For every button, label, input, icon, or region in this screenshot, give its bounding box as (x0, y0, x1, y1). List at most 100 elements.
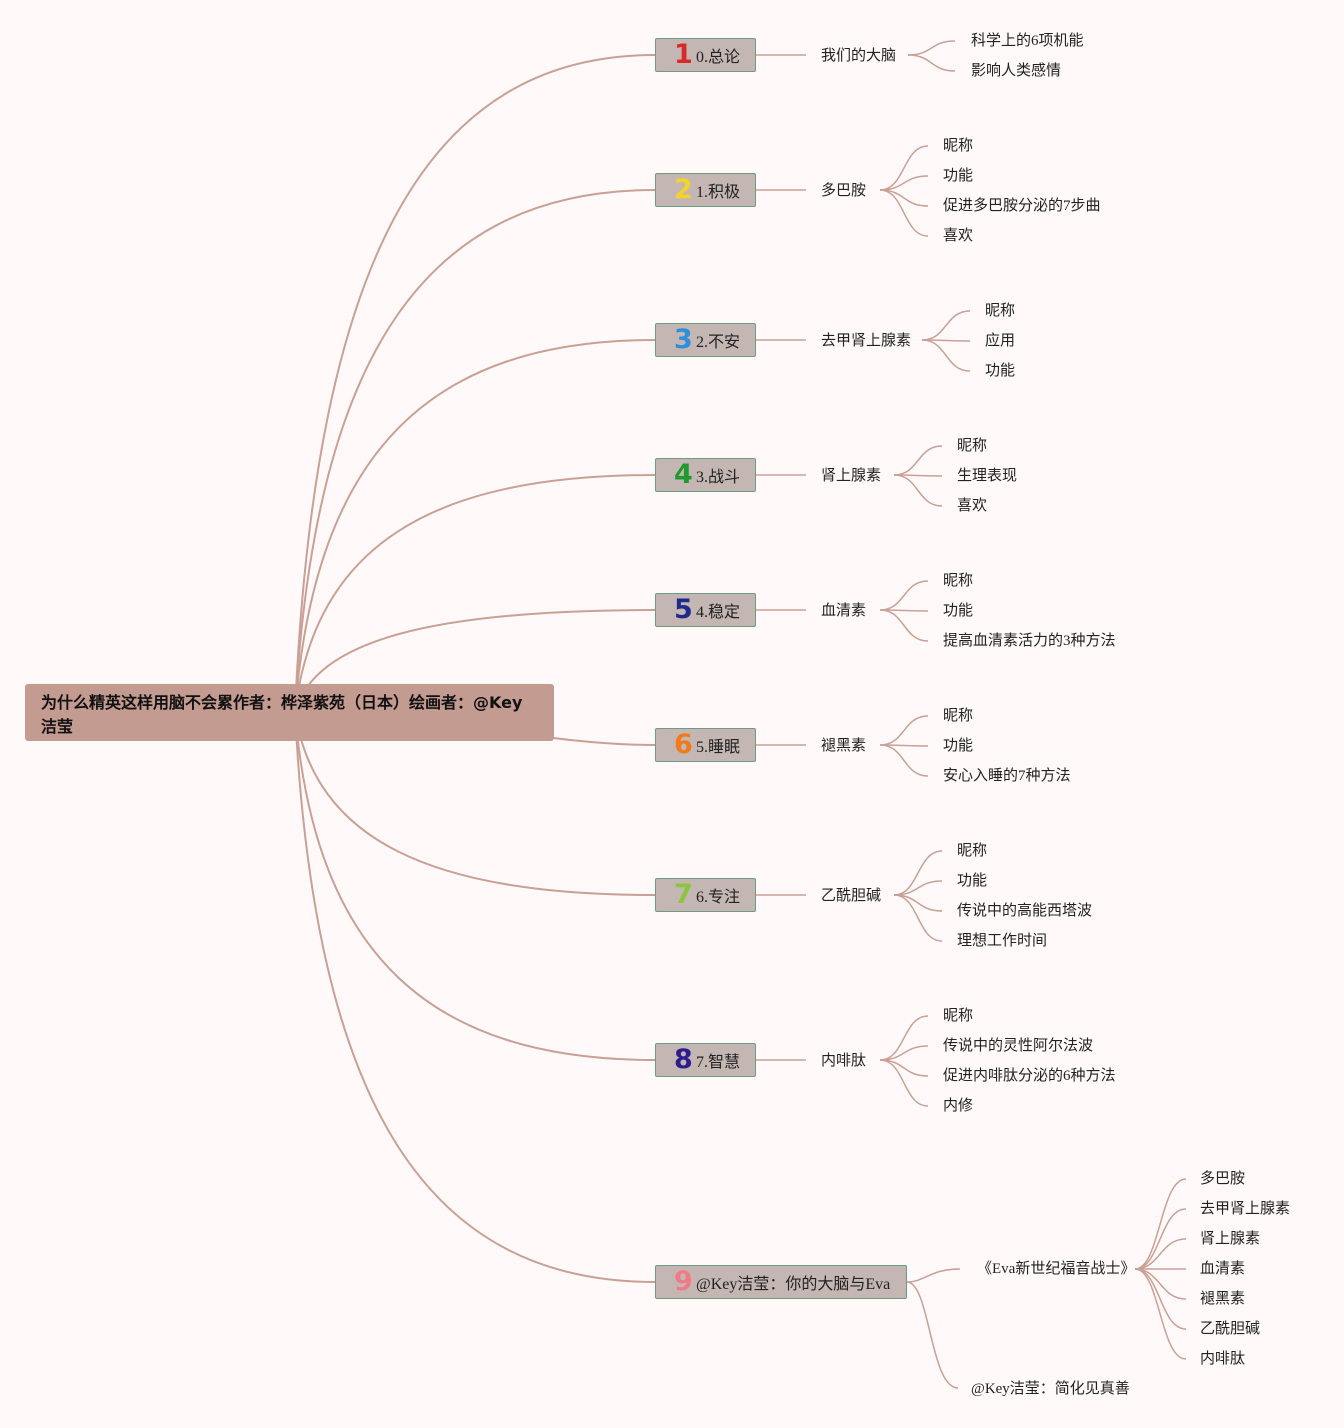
branch-label: 0.总论 (696, 49, 741, 66)
leaf-adrenaline[interactable]: 肾上腺素 (1200, 1230, 1260, 1248)
subtopic-label: 去甲肾上腺素 (821, 333, 912, 349)
branch-topic-anxiety[interactable]: 3 2.不安 (655, 323, 756, 357)
leaf-label: 多巴胺 (1200, 1171, 1246, 1187)
subtopic-eva[interactable]: 《Eva新世纪福音战士》 (977, 1260, 1135, 1278)
leaf-label: 昵称 (957, 843, 988, 859)
connector-line (893, 894, 943, 912)
connector-line (294, 711, 656, 896)
leaf-label: 内啡肽 (1200, 1351, 1246, 1367)
leaf-label: 功能 (943, 738, 974, 754)
leaf-label: 提高血清素活力的3种方法 (943, 633, 1116, 649)
leaf-label: 影响人类感情 (971, 63, 1062, 79)
leaf-function[interactable]: 功能 (943, 602, 973, 620)
branch-topic-brain-and-eva[interactable]: 9 @Key洁莹：你的大脑与Eva (655, 1265, 907, 1299)
leaf-nickname[interactable]: 昵称 (957, 437, 987, 455)
leaf-function[interactable]: 功能 (943, 167, 973, 185)
branch-label: 6.专注 (696, 889, 741, 906)
leaf-label: 生理表现 (957, 468, 1018, 484)
subtopic-label: 褪黑素 (821, 738, 867, 754)
leaf-likes[interactable]: 喜欢 (957, 497, 987, 515)
connector-line (906, 1268, 961, 1283)
leaf-likes[interactable]: 喜欢 (943, 227, 973, 245)
leaf-function[interactable]: 功能 (985, 362, 1015, 380)
leaf-label: 功能 (943, 168, 974, 184)
subtopic-dopamine[interactable]: 多巴胺 (821, 182, 866, 200)
branch-topic-fight[interactable]: 4 3.战斗 (655, 458, 756, 492)
leaf-label: 昵称 (957, 438, 988, 454)
connector-line (907, 54, 956, 72)
branch-label: 7.智慧 (696, 1054, 741, 1071)
leaf-noradrenaline[interactable]: 去甲肾上腺素 (1200, 1200, 1290, 1218)
subtopic-label: 肾上腺素 (821, 468, 882, 484)
subtopic-label: 乙酰胆碱 (821, 888, 882, 904)
leaf-label: 昵称 (943, 1008, 974, 1024)
connector-line (879, 580, 929, 611)
leaf-nickname[interactable]: 昵称 (943, 572, 973, 590)
leaf-endorphin[interactable]: 内啡肽 (1200, 1350, 1245, 1368)
connector-line (1134, 1268, 1187, 1300)
leaf-acetylcholine[interactable]: 乙酰胆碱 (1200, 1320, 1260, 1338)
subtopic-serotonin[interactable]: 血清素 (821, 602, 866, 620)
connector-line (294, 711, 656, 1283)
branch-topic-positive[interactable]: 2 1.积极 (655, 173, 756, 207)
leaf-label: 乙酰胆碱 (1200, 1321, 1261, 1337)
leaf-nickname[interactable]: 昵称 (943, 707, 973, 725)
leaf-dopamine[interactable]: 多巴胺 (1200, 1170, 1245, 1188)
leaf-endorphin-methods[interactable]: 促进内啡肽分泌的6种方法 (943, 1067, 1116, 1085)
connector-line (879, 1015, 929, 1061)
branch-topic-general[interactable]: 1 0.总论 (655, 38, 756, 72)
leaf-application[interactable]: 应用 (985, 332, 1015, 350)
leaf-nickname[interactable]: 昵称 (943, 137, 973, 155)
branch-label: 5.睡眠 (696, 739, 741, 756)
leaf-label: 应用 (985, 333, 1016, 349)
branch-topic-focus[interactable]: 7 6.专注 (655, 878, 756, 912)
leaf-sleep-methods[interactable]: 安心入睡的7种方法 (943, 767, 1071, 785)
branch-label: 1.积极 (696, 184, 741, 201)
connector-line (879, 715, 929, 746)
leaf-nickname[interactable]: 昵称 (985, 302, 1015, 320)
leaf-inner-cultivation[interactable]: 内修 (943, 1097, 973, 1115)
subtopic-brain[interactable]: 我们的大脑 (821, 47, 896, 65)
leaf-serotonin-methods[interactable]: 提高血清素活力的3种方法 (943, 632, 1116, 650)
leaf-melatonin[interactable]: 褪黑素 (1200, 1290, 1245, 1308)
leaf-function[interactable]: 功能 (943, 737, 973, 755)
subtopic-endorphin[interactable]: 内啡肽 (821, 1052, 866, 1070)
leaf-label: 去甲肾上腺素 (1200, 1201, 1291, 1217)
number-1-icon: 1 (674, 39, 693, 70)
branch-topic-stable[interactable]: 5 4.稳定 (655, 593, 756, 627)
leaf-function[interactable]: 功能 (957, 872, 987, 890)
leaf-label: 昵称 (943, 573, 974, 589)
branch-label: @Key洁莹：你的大脑与Eva (696, 1276, 891, 1293)
connector-line (879, 175, 929, 191)
subtopic-label: 多巴胺 (821, 183, 867, 199)
subtopic-adrenaline[interactable]: 肾上腺素 (821, 467, 881, 485)
leaf-label: 喜欢 (957, 498, 988, 514)
subtopic-acetylcholine[interactable]: 乙酰胆碱 (821, 887, 881, 905)
leaf-nickname[interactable]: 昵称 (957, 842, 987, 860)
subtopic-melatonin[interactable]: 褪黑素 (821, 737, 866, 755)
leaf-serotonin[interactable]: 血清素 (1200, 1260, 1245, 1278)
leaf-nickname[interactable]: 昵称 (943, 1007, 973, 1025)
leaf-label: 功能 (957, 873, 988, 889)
subtopic-noradrenaline[interactable]: 去甲肾上腺素 (821, 332, 911, 350)
connector-line (879, 189, 929, 237)
number-6-icon: 6 (674, 729, 693, 760)
leaf-six-functions[interactable]: 科学上的6项机能 (971, 32, 1084, 50)
leaf-dopamine-steps[interactable]: 促进多巴胺分泌的7步曲 (943, 197, 1101, 215)
leaf-emotion[interactable]: 影响人类感情 (971, 62, 1061, 80)
subtopic-simplify[interactable]: @Key洁莹：简化见真善 (971, 1380, 1130, 1398)
leaf-theta-wave[interactable]: 传说中的高能西塔波 (957, 902, 1092, 920)
leaf-work-time[interactable]: 理想工作时间 (957, 932, 1047, 950)
connector-line (893, 474, 943, 507)
leaf-label: 功能 (943, 603, 974, 619)
leaf-label: 科学上的6项机能 (971, 33, 1084, 49)
leaf-physiology[interactable]: 生理表现 (957, 467, 1017, 485)
branch-topic-wisdom[interactable]: 8 7.智慧 (655, 1043, 756, 1077)
leaf-alpha-wave[interactable]: 传说中的灵性阿尔法波 (943, 1037, 1093, 1055)
connector-line (1134, 1178, 1187, 1270)
root-topic[interactable]: 为什么精英这样用脑不会累作者：桦泽紫苑（日本）绘画者：@Key洁莹 (25, 684, 554, 741)
branch-topic-sleep[interactable]: 6 5.睡眠 (655, 728, 756, 762)
leaf-label: 理想工作时间 (957, 933, 1048, 949)
connector-line (294, 54, 656, 713)
connector-line (893, 894, 943, 942)
